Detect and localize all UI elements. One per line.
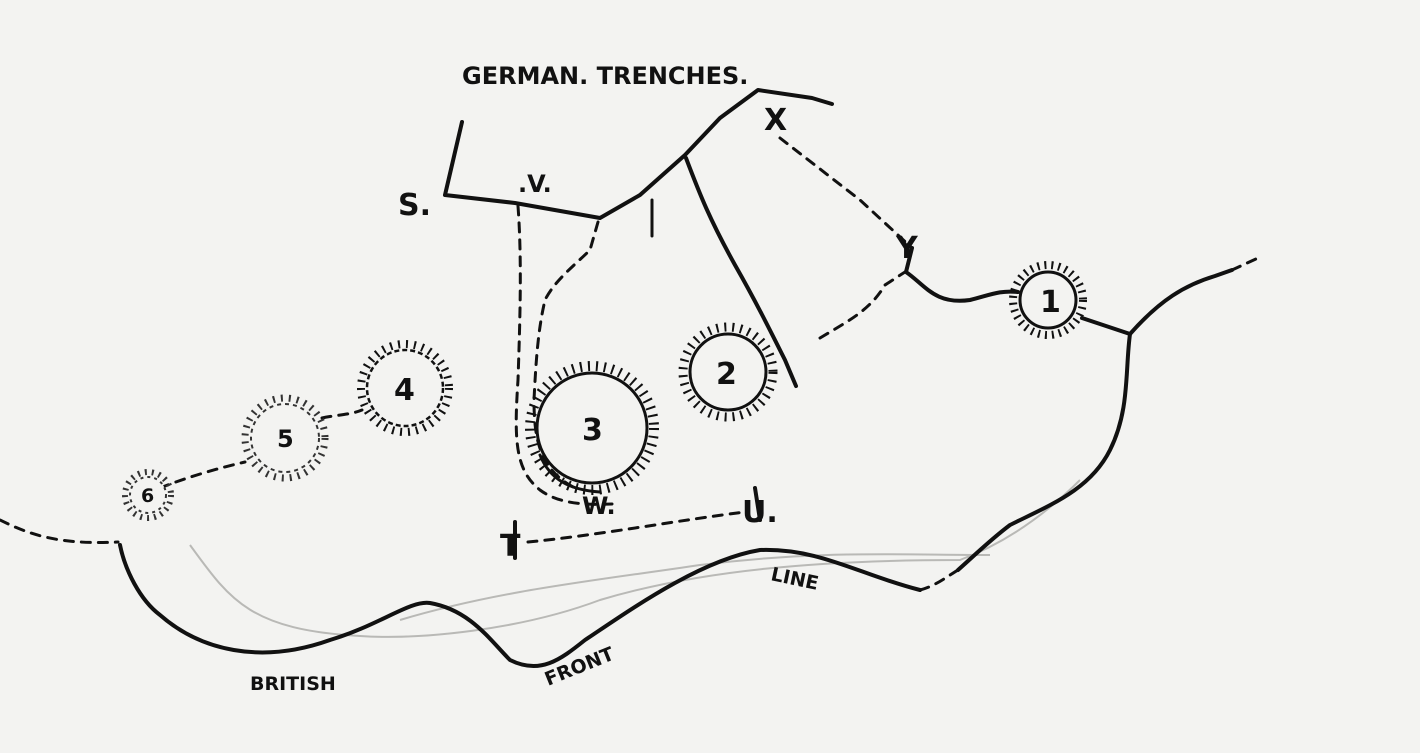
crater-1-label: 1 (1040, 285, 1061, 320)
label-s: S. (398, 188, 431, 223)
right-trench-dashed (1230, 256, 1260, 272)
right-descent-line (956, 332, 1132, 572)
y-trench-line (904, 246, 1020, 303)
dashed-x-y (778, 136, 914, 250)
crater-2-label: 2 (716, 357, 737, 392)
crater-3 (525, 361, 659, 495)
u-vertical (753, 486, 762, 522)
sap-dashed-left (514, 204, 614, 506)
label-w: W. (582, 492, 616, 520)
crater-2 (678, 322, 778, 422)
label-german-trenches: GERMAN. TRENCHES. (462, 62, 748, 90)
label-british: BRITISH (250, 673, 336, 695)
label-u: U. (742, 495, 778, 530)
sap-dashed-inner (532, 220, 600, 490)
crater-connection-mid (320, 408, 364, 420)
label-front: FRONT (542, 643, 618, 691)
british-front-dashed-west (0, 518, 120, 544)
label-x: X (764, 103, 787, 138)
crater-4 (357, 340, 453, 436)
british-front-line (118, 543, 922, 669)
label-v: .V. (518, 170, 552, 198)
dashed-to-y (818, 270, 907, 340)
label-y: Y (895, 231, 919, 266)
crater-connection-left (158, 460, 247, 490)
crater-6-label: 6 (141, 485, 154, 507)
faint-guide-line (399, 553, 991, 621)
crater-1 (1009, 261, 1087, 339)
label-line: LINE (769, 563, 821, 595)
faint-guide-line (189, 479, 1081, 638)
crater-4-label: 4 (394, 373, 415, 408)
crater-5-label: 5 (277, 425, 294, 453)
crater-6 (122, 469, 174, 521)
dashed-t-u (526, 510, 747, 544)
crater-3-label: 3 (582, 413, 603, 448)
german-trench-line (443, 88, 834, 220)
british-front-dashed (918, 568, 960, 592)
right-trench-line (1080, 268, 1234, 336)
communication-trench (684, 156, 798, 388)
crater-5 (241, 394, 329, 482)
label-t: T (500, 529, 521, 564)
